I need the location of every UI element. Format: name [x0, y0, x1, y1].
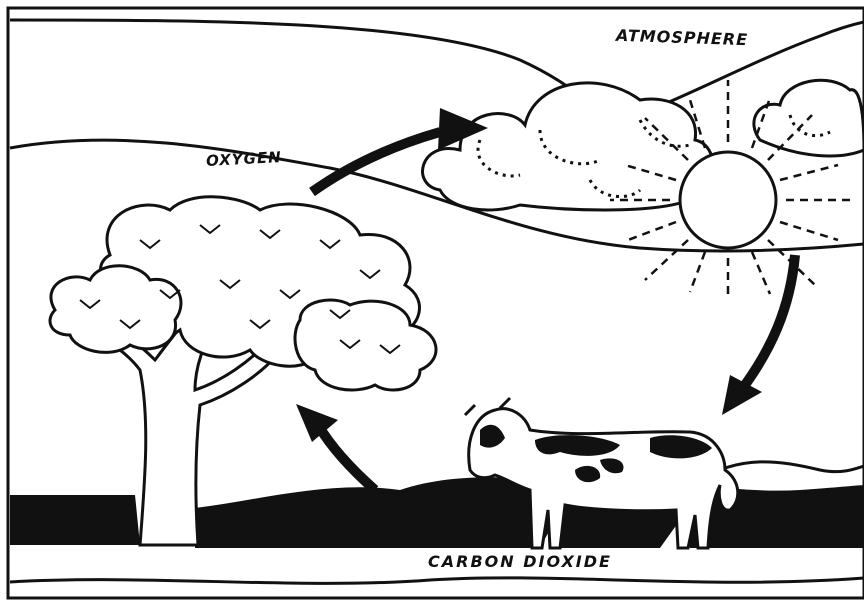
arrow-icon — [722, 255, 795, 415]
carbon-dioxide-label: CARBON DIOXIDE — [428, 552, 612, 571]
ground-line — [10, 578, 864, 584]
ground — [10, 495, 140, 545]
arrow-icon — [296, 404, 375, 490]
upper-hill-line — [10, 20, 600, 110]
cloud-icon — [423, 83, 714, 210]
